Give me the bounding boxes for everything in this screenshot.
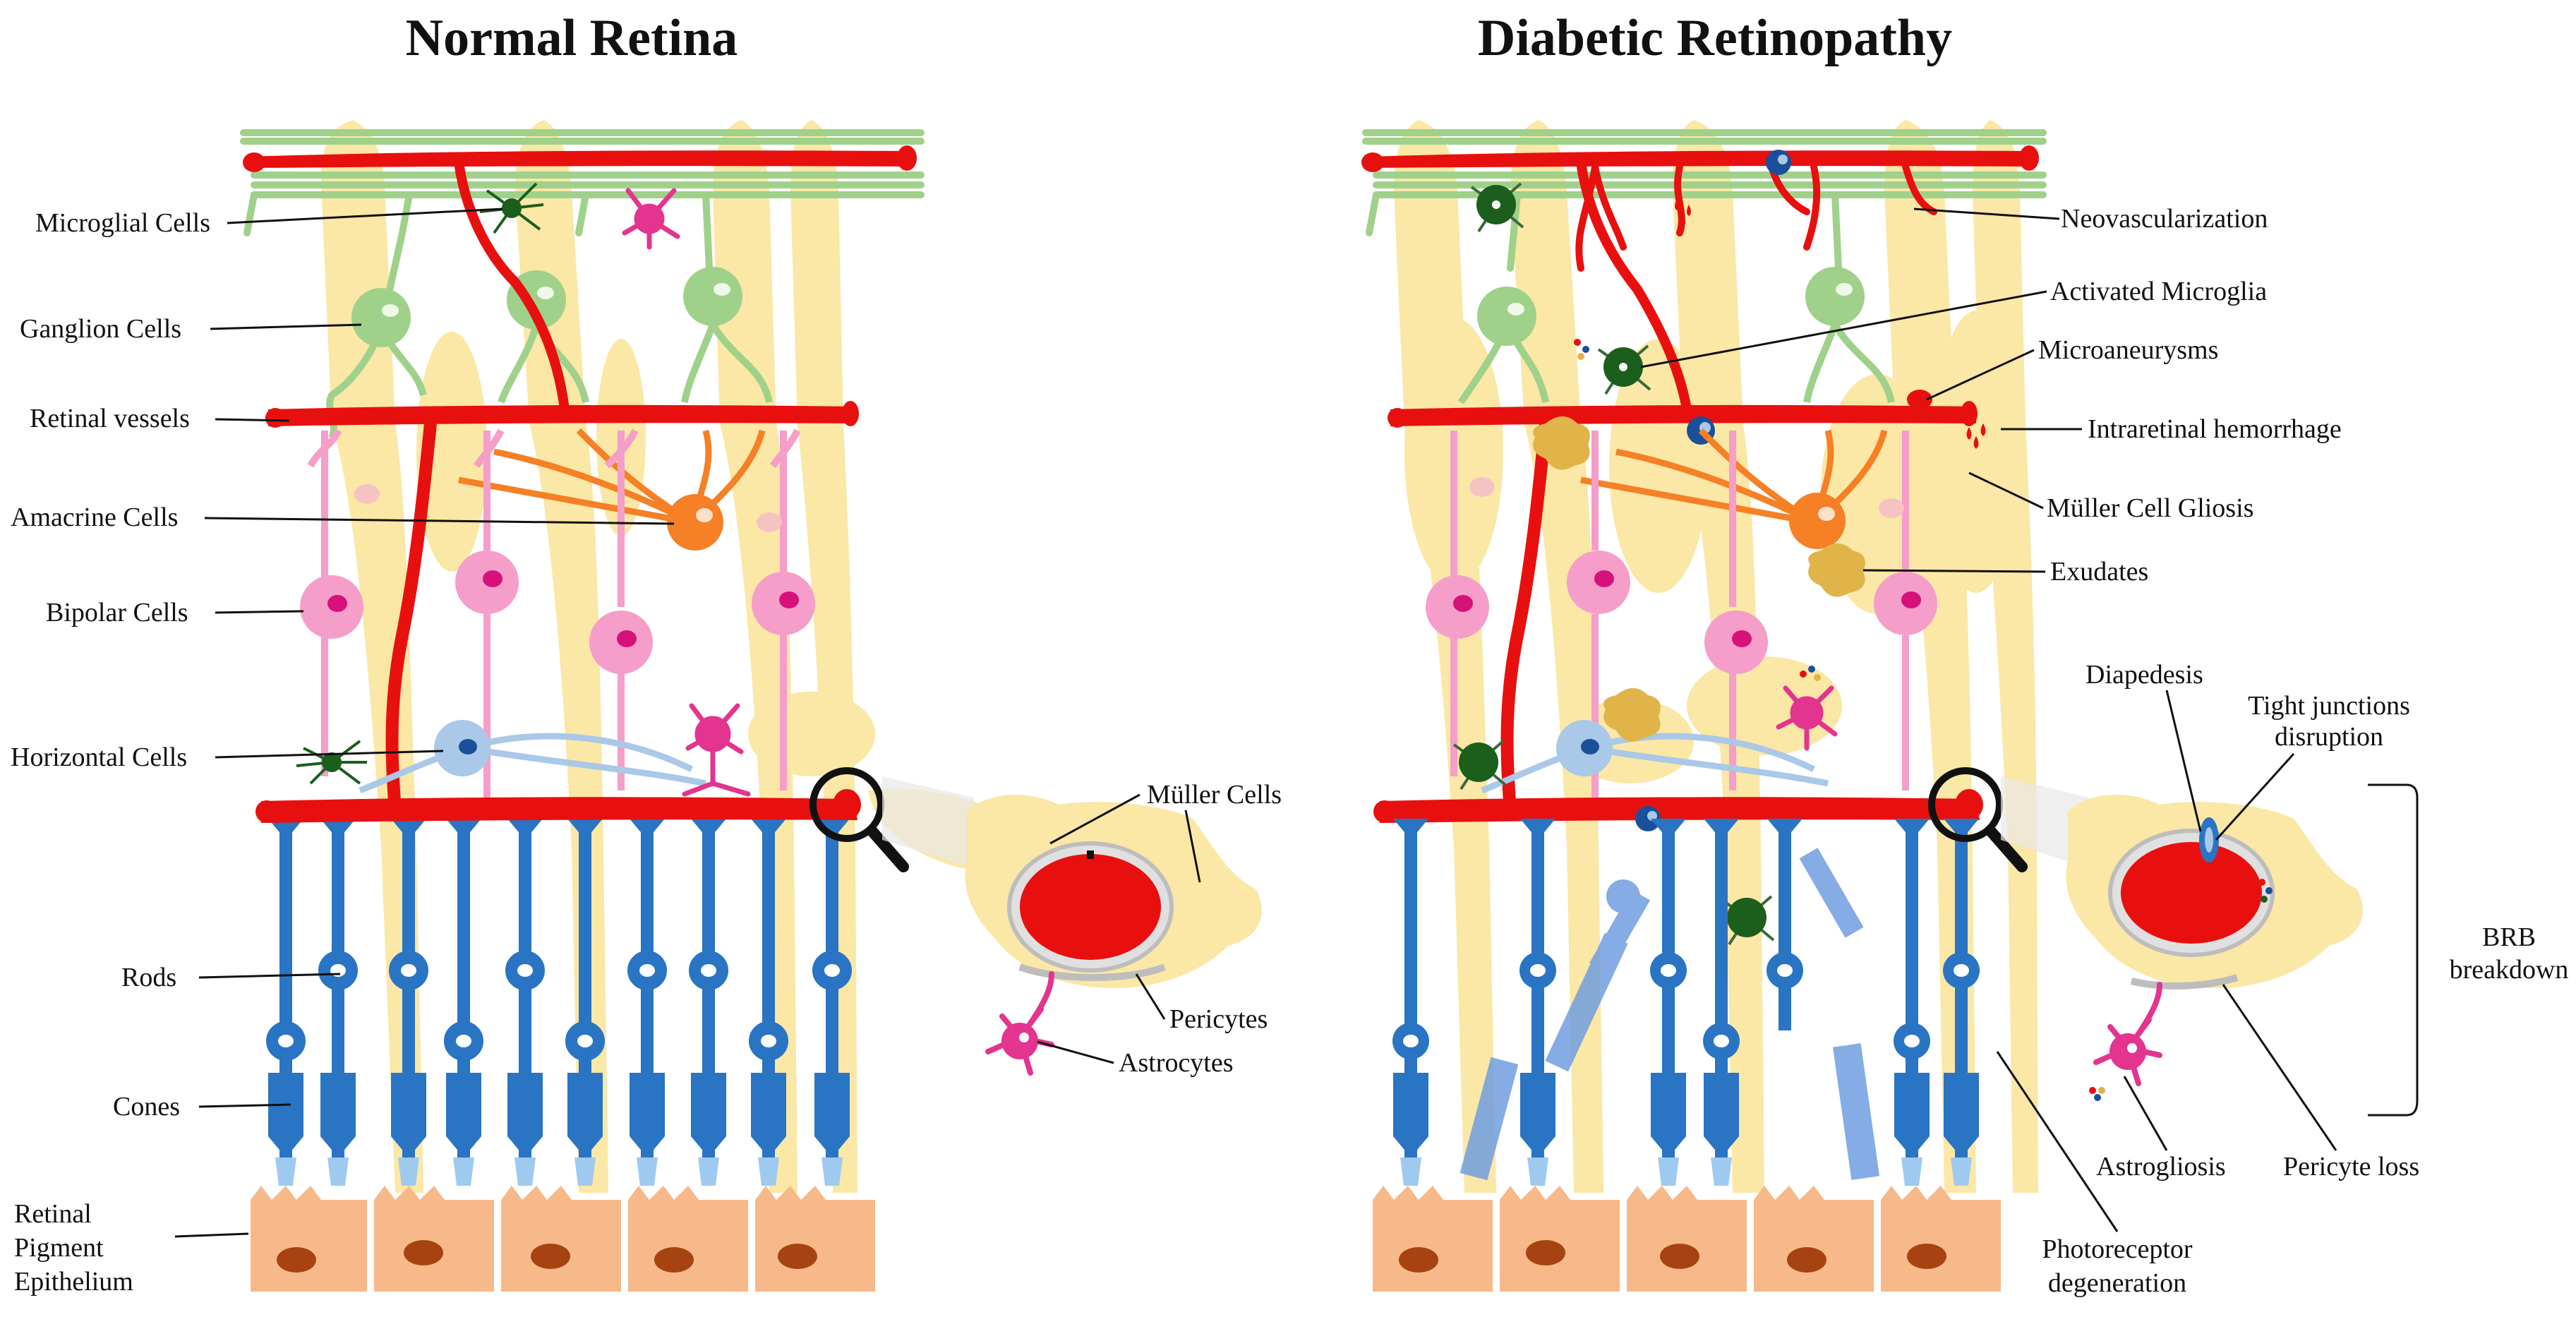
label-astrogliosis: Astrogliosis — [2096, 1152, 2226, 1181]
label-brb-1: BRB — [2482, 922, 2536, 952]
bipolar-cells-diabetic — [1426, 431, 1937, 798]
zoom-vessel-normal — [965, 795, 1262, 1076]
photoreceptors-normal — [266, 819, 852, 1186]
amacrine-cell-diabetic — [1580, 428, 1888, 549]
label-activated-microglia: Activated Microglia — [2050, 277, 2267, 306]
label-rods: Rods — [121, 963, 176, 992]
photoreceptors-diabetic — [1392, 819, 1980, 1186]
label-pericytes: Pericytes — [1169, 1004, 1268, 1034]
label-cones: Cones — [113, 1092, 180, 1121]
label-diapedesis: Diapedesis — [2086, 660, 2203, 690]
nerve-fiber-layer-normal — [240, 129, 925, 300]
label-tight-junctions-1: Tight junctions — [2248, 691, 2410, 721]
mid-vessel-diabetic — [1388, 390, 1986, 812]
label-neovascularization: Neovascularization — [2061, 204, 2268, 234]
label-tight-junctions-2: disruption — [2275, 722, 2383, 752]
label-microglial-cells: Microglial Cells — [35, 208, 210, 238]
magnifier-icon — [809, 767, 974, 872]
leader-lines-normal — [174, 208, 1201, 1238]
label-rpe-line-2: Pigment — [14, 1233, 104, 1263]
label-microaneurysms: Microaneurysms — [2038, 335, 2218, 365]
label-retinal-vessels: Retinal vessels — [30, 404, 190, 433]
leader-lines-diabetic — [1640, 208, 2419, 1232]
astrocyte-diabetic — [1776, 685, 1838, 751]
horizontal-cell-diabetic — [1481, 720, 1829, 794]
label-rpe-line-1: Retinal — [14, 1199, 92, 1229]
label-horizontal-cells: Horizontal Cells — [11, 742, 187, 772]
label-pericyte-loss: Pericyte loss — [2283, 1152, 2419, 1181]
label-intraretinal-hemorrhage: Intraretinal hemorrhage — [2088, 414, 2342, 444]
activated-microglia — [1452, 182, 1775, 946]
normal-retina-panel: Normal Retina — [11, 9, 1282, 1297]
horizontal-cell-normal — [359, 720, 706, 794]
exudates-diabetic — [1533, 416, 1865, 742]
superficial-vessel-diabetic — [1361, 145, 2039, 411]
astrocytes-normal — [622, 188, 751, 797]
label-photoreceptor-degeneration-1: Photoreceptor — [2042, 1234, 2193, 1264]
label-ganglion-cells: Ganglion Cells — [20, 314, 181, 344]
deep-vessel-diabetic — [1373, 789, 1983, 831]
diabetic-title: Diabetic Retinopathy — [1478, 9, 1952, 67]
ganglion-cells-diabetic — [1457, 267, 1895, 404]
label-brb-2: breakdown — [2450, 955, 2569, 985]
label-exudates: Exudates — [2050, 557, 2148, 587]
superficial-vessel-normal — [243, 145, 917, 410]
label-muller-cell-gliosis: Müller Cell Gliosis — [2047, 493, 2253, 523]
label-muller-cells: Müller Cells — [1147, 780, 1282, 810]
mid-vessel-normal — [265, 401, 859, 812]
diabetic-retinopathy-panel: Diabetic Retinopathy — [1361, 9, 2568, 1298]
label-amacrine-cells: Amacrine Cells — [11, 503, 178, 532]
ganglion-cells-normal — [326, 267, 773, 440]
rpe-normal — [251, 1186, 875, 1292]
deep-vessel-normal — [255, 789, 861, 823]
magnifier-icon-diabetic — [1928, 767, 2089, 872]
rpe-diabetic — [1373, 1186, 2001, 1292]
muller-glia-normal — [321, 120, 1037, 1193]
label-rpe-line-3: Epithelium — [14, 1267, 133, 1297]
normal-title: Normal Retina — [406, 9, 738, 67]
label-photoreceptor-degeneration-2: degeneration — [2048, 1268, 2186, 1298]
label-astrocytes: Astrocytes — [1119, 1048, 1234, 1078]
zoom-vessel-diabetic — [2066, 795, 2363, 1101]
bipolar-cells-normal — [300, 428, 815, 798]
label-bipolar-cells: Bipolar Cells — [46, 598, 188, 627]
